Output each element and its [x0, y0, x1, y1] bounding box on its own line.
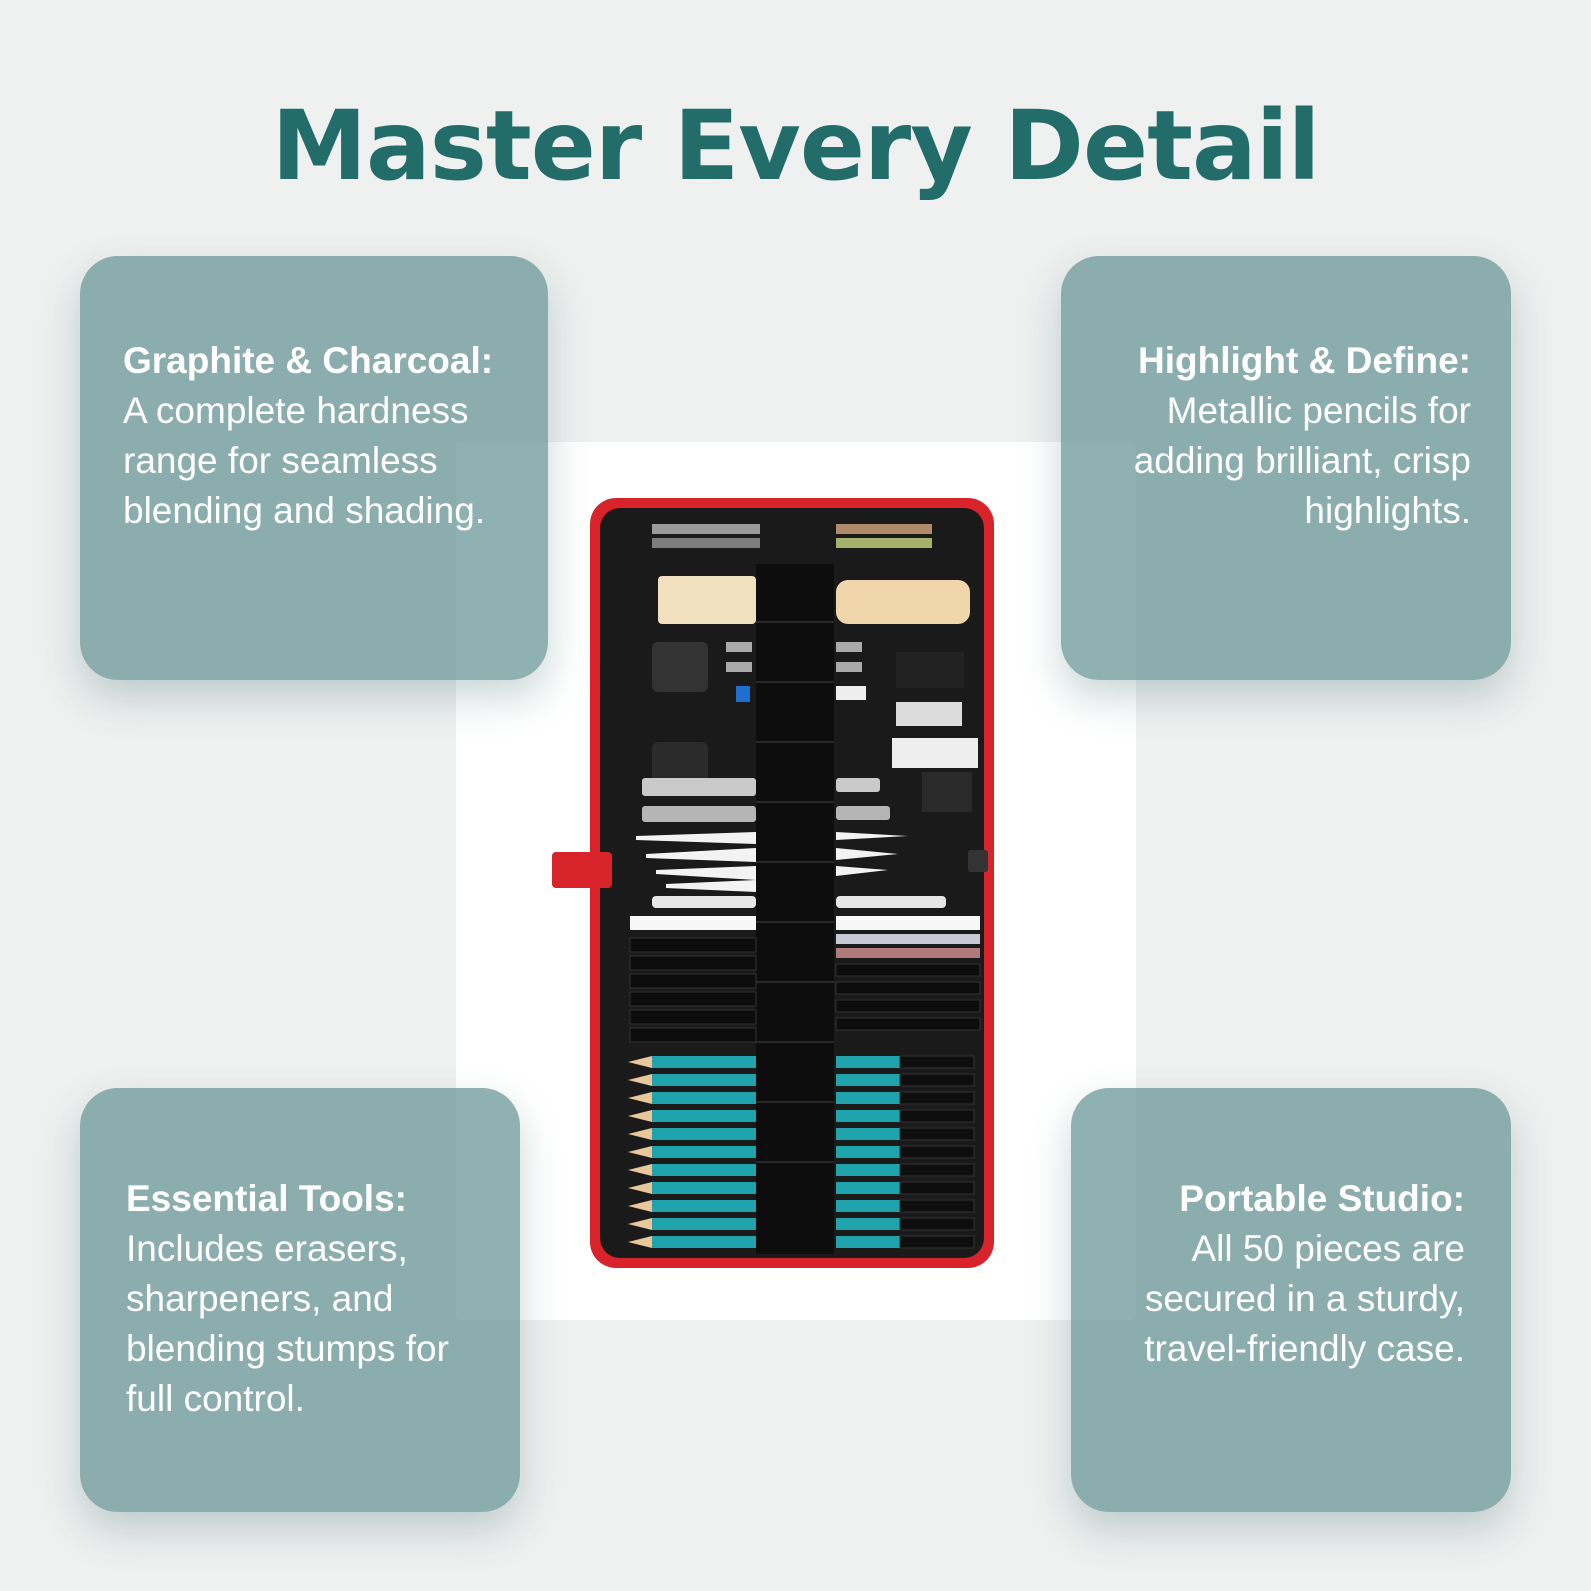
- feature-card-essential-tools: Essential Tools: Includes erasers, sharp…: [80, 1088, 520, 1512]
- headline: Master Every Detail: [271, 90, 1320, 202]
- pencil-case-kit-illustration: [552, 498, 994, 1268]
- zipper-pull: [968, 850, 988, 872]
- feature-card-highlight-define: Highlight & Define: Metallic pencils for…: [1061, 256, 1511, 680]
- feature-title: Portable Studio:: [1179, 1178, 1465, 1219]
- feature-body: All 50 pieces are secured in a sturdy, t…: [1144, 1228, 1465, 1369]
- kneaded-eraser: [658, 576, 756, 624]
- center-elastic-band: [756, 564, 834, 1254]
- feature-body: A complete hardness range for seamless b…: [123, 390, 486, 531]
- product-photo: [456, 442, 1136, 1320]
- feature-body: Includes erasers, sharpeners, and blendi…: [126, 1228, 449, 1419]
- wood-stick: [836, 580, 970, 624]
- feature-title: Essential Tools:: [126, 1178, 407, 1219]
- feature-card-portable-studio: Portable Studio: All 50 pieces are secur…: [1071, 1088, 1511, 1512]
- zipper-tab: [552, 852, 612, 888]
- feature-card-graphite-charcoal: Graphite & Charcoal: A complete hardness…: [80, 256, 548, 680]
- feature-title: Highlight & Define:: [1138, 340, 1471, 381]
- feature-body: Metallic pencils for adding brilliant, c…: [1133, 390, 1471, 531]
- feature-title: Graphite & Charcoal:: [123, 340, 494, 381]
